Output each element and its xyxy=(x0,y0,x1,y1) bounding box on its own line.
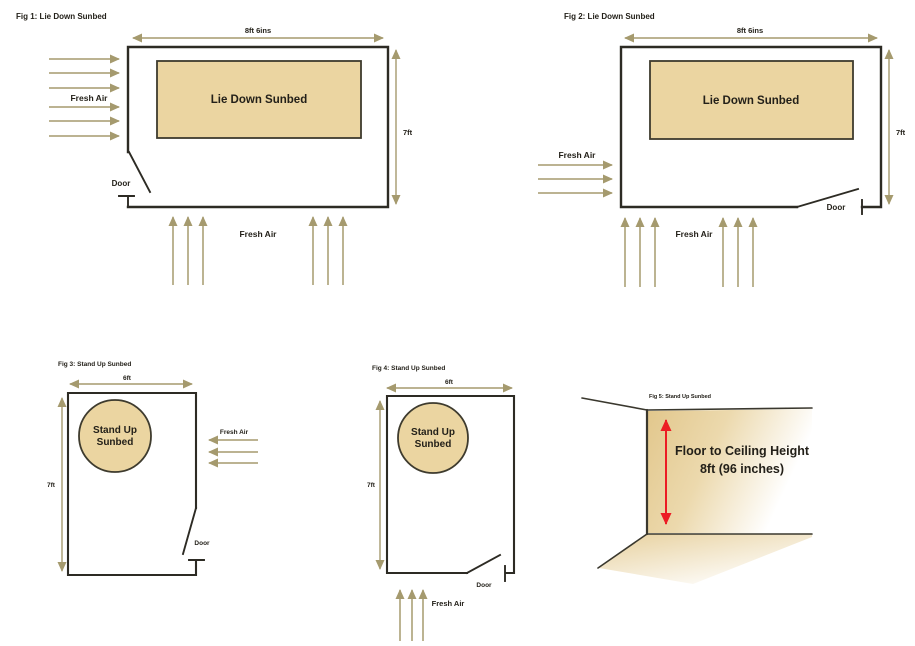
fig3-sunbed xyxy=(78,399,152,473)
fig3-height-dim-label: 7ft xyxy=(47,482,56,489)
fig3-door-label: Door xyxy=(194,540,210,547)
fig2-width-dim-label: 8ft 6ins xyxy=(737,26,763,35)
fig2-title: Fig 2: Lie Down Sunbed xyxy=(564,12,655,21)
fig1-title: Fig 1: Lie Down Sunbed xyxy=(16,12,107,21)
fig3-fresh-air-right-label: Fresh Air xyxy=(220,429,249,436)
fig3-sunbed-label-line1: Stand Up xyxy=(93,425,137,436)
fig4-door-swing xyxy=(465,553,502,575)
fig1-room-walls xyxy=(126,45,390,209)
fig1-door-label: Door xyxy=(112,179,131,188)
fig1-sunbed-label: Lie Down Sunbed xyxy=(211,94,307,106)
fig4-title: Fig 4: Stand Up Sunbed xyxy=(372,365,445,372)
fig1-fresh-air-left-label: Fresh Air xyxy=(70,93,108,103)
fig5-title: Fig 5: Stand Up Sunbed xyxy=(649,394,711,400)
fig2-fresh-air-arrows-left xyxy=(538,160,613,198)
fig2-door-label: Door xyxy=(827,203,846,212)
fig1-width-dim-label: 8ft 6ins xyxy=(245,26,271,35)
fig4-height-dim-label: 7ft xyxy=(367,482,376,489)
fig3-width-dim-label: 6ft xyxy=(123,375,132,382)
fig5-floor-surface xyxy=(599,534,812,584)
fig4-room-walls xyxy=(385,394,516,575)
fig5-ceiling-line xyxy=(646,407,813,411)
fig4-fresh-air-arrows-bottom xyxy=(395,589,428,641)
fig1-sunbed xyxy=(156,60,362,139)
fig2-lie-down-sunbed: Fig 2: Lie Down Sunbed 8ft 6ins 7ft Door… xyxy=(538,12,906,287)
fig1-door-frame xyxy=(118,195,135,208)
fig1-fresh-air-arrows-bottom xyxy=(168,216,348,285)
fig4-stand-up-sunbed: Fig 4: Stand Up Sunbed 6ft 7ft Door Stan… xyxy=(367,365,516,641)
fig2-sunbed-label: Lie Down Sunbed xyxy=(703,95,799,107)
fig3-stand-up-sunbed: Fig 3: Stand Up Sunbed 6ft 7ft Door Stan… xyxy=(47,361,258,577)
fig2-fresh-air-arrows-bottom xyxy=(620,217,758,287)
fig1-door-swing xyxy=(127,150,152,194)
fig3-door-swing xyxy=(181,506,198,556)
fig2-sunbed xyxy=(649,60,854,140)
fig2-height-dim-label: 7ft xyxy=(896,128,906,137)
fig2-door-swing xyxy=(795,187,860,209)
fig4-sunbed-label-line1: Stand Up xyxy=(411,427,455,438)
fig4-sunbed-label-line2: Sunbed xyxy=(415,439,452,450)
fig5-floor-perspective-line xyxy=(597,533,648,569)
fig5-floor-to-ceiling: Fig 5: Stand Up Sunbed Floor to Ceiling … xyxy=(581,394,813,584)
fig4-fresh-air-bottom-label: Fresh Air xyxy=(432,599,465,608)
fig1-lie-down-sunbed: Fig 1: Lie Down Sunbed 8ft 6ins 7ft Door… xyxy=(16,12,413,285)
fig4-width-dim-label: 6ft xyxy=(445,379,454,386)
fig2-fresh-air-left-label: Fresh Air xyxy=(558,150,596,160)
fig1-fresh-air-bottom-label: Fresh Air xyxy=(239,229,277,239)
fig4-door-label: Door xyxy=(476,582,492,589)
fig3-room-walls xyxy=(66,391,198,577)
fig3-fresh-air-arrows-right xyxy=(208,435,258,468)
fig3-title: Fig 3: Stand Up Sunbed xyxy=(58,361,131,368)
fig5-caption-line1: Floor to Ceiling Height xyxy=(675,444,810,458)
fig5-caption-line2: 8ft (96 inches) xyxy=(700,462,784,476)
fig1-fresh-air-arrows-left xyxy=(49,54,120,141)
fig4-sunbed xyxy=(397,402,469,474)
fig1-height-dim-label: 7ft xyxy=(403,128,413,137)
fig5-wall-surface xyxy=(648,409,812,533)
fig3-sunbed-label-line2: Sunbed xyxy=(97,437,134,448)
fig5-ceiling-perspective-line xyxy=(581,397,648,411)
fig2-room-walls xyxy=(619,45,883,209)
fig2-fresh-air-bottom-label: Fresh Air xyxy=(675,229,713,239)
